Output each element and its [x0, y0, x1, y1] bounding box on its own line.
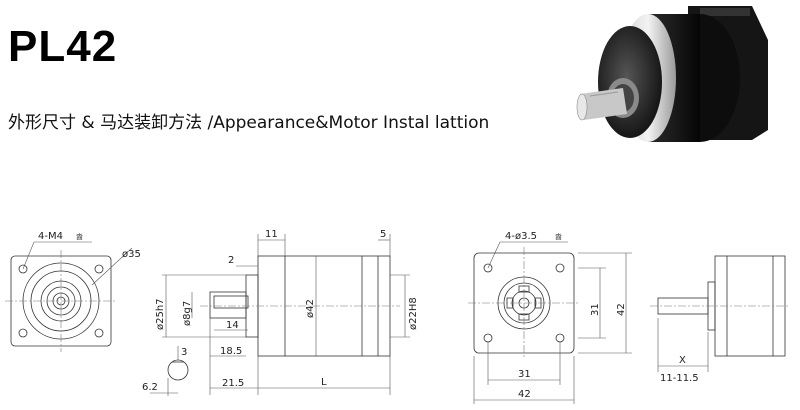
dim-pcd-31-v: 31	[590, 303, 601, 316]
label-holes-35: 4-ø3.5	[505, 231, 537, 242]
dim-body-42: ø42	[305, 299, 316, 318]
model-title: PL42	[8, 22, 118, 71]
dim-front-21-5: 21.5	[222, 378, 244, 389]
dim-right-5: 5	[380, 229, 386, 240]
dim-shaft-8g7: ø8g7	[182, 301, 193, 326]
label-holes-35-suffix: 㴅	[555, 232, 562, 241]
label-key-width: 6.2	[142, 382, 158, 393]
dim-step-2: 2	[228, 255, 234, 266]
dim-shaft-x: X	[679, 355, 686, 366]
label-key-height: 3	[181, 347, 187, 358]
dim-key-14: 14	[226, 320, 239, 331]
dim-flange-11: 11	[265, 229, 278, 240]
dim-shaft-range: 11-11.5	[660, 373, 699, 384]
appearance-subtitle: 外形尺寸 & 马达装卸方法 /Appearance&Motor Instal l…	[8, 113, 490, 133]
label-holes-m4: 4-M4	[38, 231, 63, 242]
label-pcd-35: ø35	[122, 249, 141, 260]
dim-size-42-h: 42	[518, 389, 531, 400]
dim-bore-22h8: ø22H8	[408, 297, 419, 330]
dim-body-25h7: ø25h7	[155, 298, 166, 330]
label-holes-m4-suffix: 㴅	[76, 232, 83, 241]
dim-shaft-18-5: 18.5	[220, 346, 242, 357]
dim-pcd-31-h: 31	[518, 369, 531, 380]
dim-size-42-v: 42	[616, 303, 627, 316]
dim-length-l: L	[321, 377, 327, 388]
